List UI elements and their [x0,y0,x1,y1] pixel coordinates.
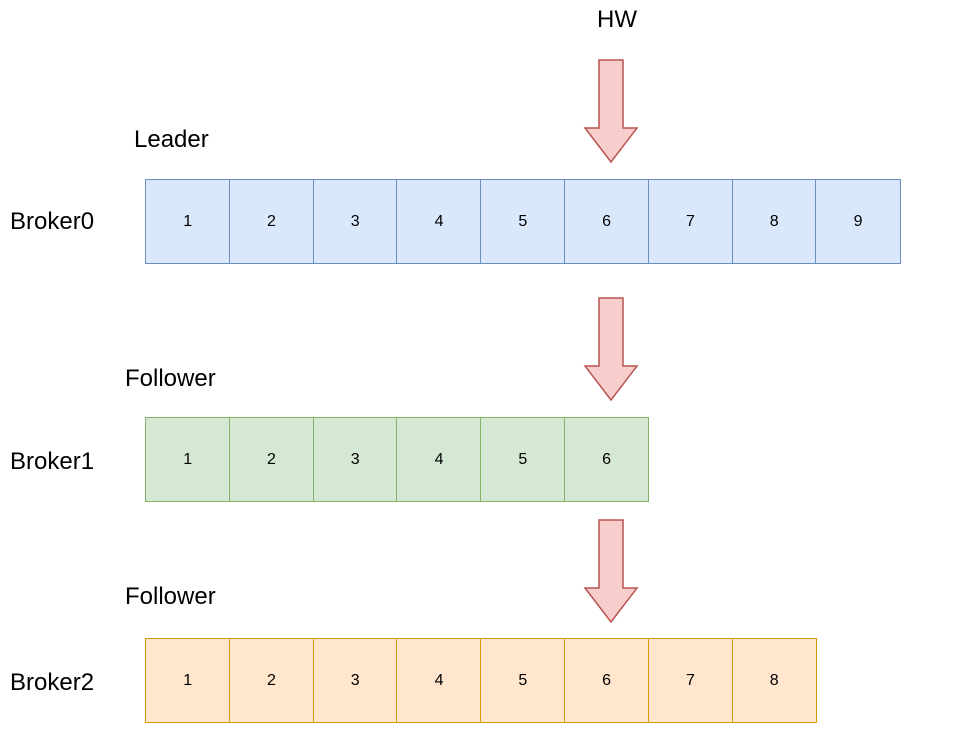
log-cell: 1 [145,638,231,723]
log-cell: 1 [145,417,231,502]
replication-arrow-icon [583,519,639,624]
broker-name-2: Broker2 [10,669,95,696]
broker-name-0: Broker0 [10,208,95,235]
hw-label: HW [597,6,637,33]
hw-arrow-icon [583,59,639,164]
log-cell: 4 [396,417,482,502]
log-cell: 8 [731,638,817,723]
broker-name-1: Broker1 [10,448,95,475]
log-cell: 2 [228,179,315,264]
replication-arrow-icon [583,297,639,402]
log-cell: 7 [647,179,734,264]
log-cell: 3 [312,417,398,502]
log-cell: 1 [145,179,231,264]
log-cell: 3 [312,638,398,723]
log-cell: 6 [563,179,650,264]
log-cell: 5 [480,638,566,723]
log-cell: 5 [480,179,566,264]
log-cell: 3 [312,179,398,264]
log-cell: 7 [647,638,734,723]
log-cell: 4 [396,179,482,264]
role-label-follower-2: Follower [125,583,216,610]
role-label-follower-1: Follower [125,365,216,392]
log-cell: 8 [731,179,817,264]
log-cell: 4 [396,638,482,723]
log-cell: 6 [563,417,650,502]
role-label-leader: Leader [134,126,209,153]
log-cell: 2 [228,638,315,723]
log-cell: 5 [480,417,566,502]
log-cell: 2 [228,417,315,502]
log-cell: 9 [815,179,901,264]
log-cell: 6 [563,638,650,723]
